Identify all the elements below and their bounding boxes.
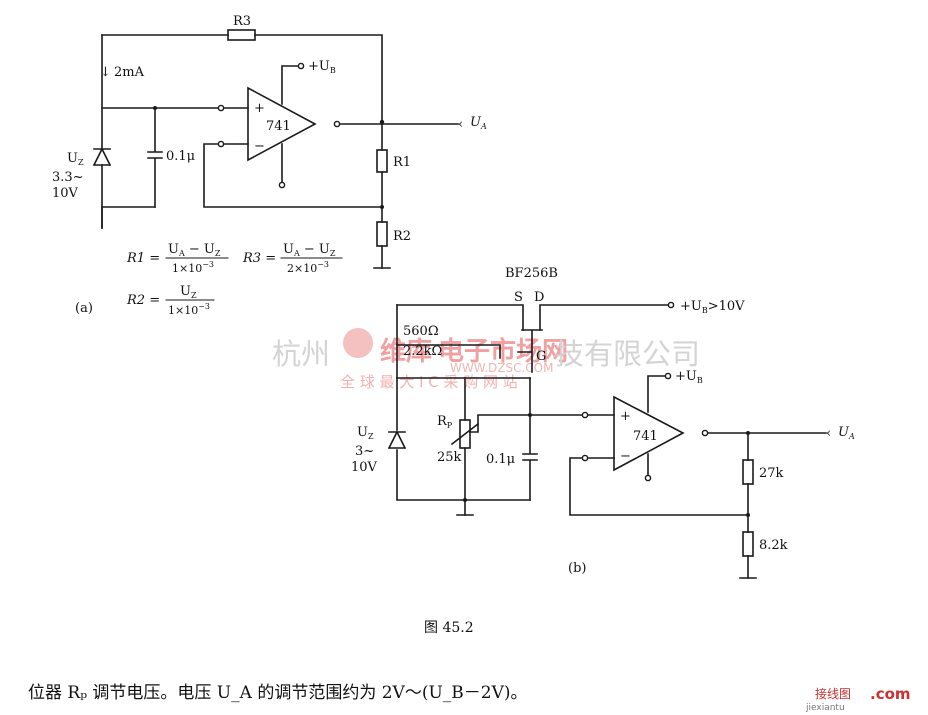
label-r27k: 27k	[759, 466, 784, 481]
label-cap-a: 0.1μ	[166, 149, 195, 164]
resistor-8-2k	[742, 531, 754, 557]
svg-text:2×10−3: 2×10−3	[287, 260, 329, 275]
label-fet-s: S	[514, 290, 523, 305]
label-uz-range1-a: 3.3~	[52, 170, 84, 185]
formula-r3: R3 = UA − UZ 2×10−3	[242, 242, 343, 275]
corner-url: jiexiantu	[805, 703, 845, 713]
watermark-right: 技有限公司	[555, 337, 700, 371]
label-uz-range2-a: 10V	[52, 186, 79, 201]
label-fet-d: D	[534, 290, 544, 305]
svg-text:R2 =: R2 =	[126, 293, 160, 308]
svg-text:1×10−3: 1×10−3	[168, 302, 210, 317]
panel-b: (b)	[568, 561, 586, 576]
opamp-741-a	[247, 86, 317, 162]
opamp-741-b	[613, 395, 685, 472]
corner-watermark: 接线图 .com jiexiantu	[805, 685, 911, 713]
figure-caption: 图 45.2	[424, 620, 474, 636]
label-r560: 560Ω	[403, 324, 439, 339]
svg-text:UZ: UZ	[180, 284, 197, 300]
label-supply-a: +UB	[308, 59, 336, 75]
circuit-b: BF256B S D +UB>10V G 560Ω 2.2kΩ UZ 3~ 10…	[351, 266, 855, 579]
panel-a: (a)	[75, 301, 93, 316]
formula-r2: R2 = UZ 1×10−3	[126, 284, 215, 317]
svg-text:1×10−3: 1×10−3	[172, 260, 214, 275]
minus-b: −	[620, 449, 631, 464]
output-arrow-a: ‹	[458, 117, 463, 132]
label-r2: R2	[393, 229, 411, 244]
body-text: 位器 Rₚ 调节电压。电压 U_A 的调节范围约为 2V～(U_B－2V)。	[28, 683, 528, 703]
plus-b: +	[620, 409, 631, 424]
zener-diode-b	[387, 430, 407, 450]
label-out-a: UA	[470, 115, 487, 131]
label-uz-range2-b: 10V	[351, 460, 378, 475]
label-supply-b: +UB	[675, 369, 703, 385]
watermark-url: WWW.DZSC.COM	[450, 361, 553, 375]
svg-text:R3 =: R3 =	[242, 251, 276, 266]
watermark-slogan: 全 球 最 大 I C 采 购 网 站	[340, 373, 518, 391]
label-uz-a: UZ	[67, 151, 84, 167]
label-rp: RP	[437, 414, 453, 430]
plus-a: +	[254, 101, 265, 116]
capacitor-a	[147, 107, 163, 208]
watermark-left: 杭州	[272, 337, 330, 371]
watermark-logo-icon	[343, 328, 373, 358]
label-r3: R3	[233, 14, 251, 29]
label-opamp-b: 741	[633, 429, 658, 444]
label-cap-b: 0.1μ	[486, 452, 515, 467]
label-rp-val: 25k	[437, 450, 462, 465]
label-uz-b: UZ	[357, 425, 374, 441]
watermark-brand-tail: 电子市场网	[438, 336, 568, 367]
watermark: 杭州 维库 电子市场网 技有限公司 WWW.DZSC.COM 全 球 最 大 I…	[272, 328, 700, 391]
resistor-r1	[376, 149, 388, 173]
svg-text:UA − UZ: UA − UZ	[283, 242, 336, 258]
label-out-b: UA	[838, 425, 855, 441]
corner-dom: .com	[870, 685, 911, 703]
resistor-27k	[742, 459, 754, 485]
output-arrow-b: ‹	[826, 426, 831, 441]
label-fet: BF256B	[505, 266, 558, 281]
label-r1: R1	[393, 155, 411, 170]
resistor-r3	[227, 29, 256, 41]
svg-text:R1 =: R1 =	[126, 251, 160, 266]
svg-text:UA − UZ: UA − UZ	[168, 242, 221, 258]
corner-cn: 接线图	[815, 686, 851, 701]
circuit-a: R3 ↓ 2mA UZ 3.3~ 10V 0.1μ + − 741 +UB ‹	[52, 14, 487, 317]
minus-a: −	[254, 139, 265, 154]
potentiometer-rp	[459, 419, 471, 449]
formula-r1: R1 = UA − UZ 1×10−3	[126, 242, 229, 275]
label-r82k: 8.2k	[759, 538, 788, 553]
label-uz-range1-b: 3~	[355, 444, 374, 459]
label-supply-d: +UB>10V	[680, 299, 745, 315]
label-fet-g: G	[536, 349, 546, 364]
label-r22k: 2.2kΩ	[403, 344, 442, 359]
label-current: 2mA	[114, 65, 145, 80]
label-opamp-a: 741	[266, 119, 291, 134]
resistor-r2	[376, 221, 388, 247]
zener-diode-a	[92, 147, 112, 167]
watermark-brand: 维库	[380, 336, 432, 367]
capacitor-b	[522, 377, 538, 501]
current-mark: ↓	[100, 65, 111, 80]
fet-bf256b	[517, 329, 543, 373]
